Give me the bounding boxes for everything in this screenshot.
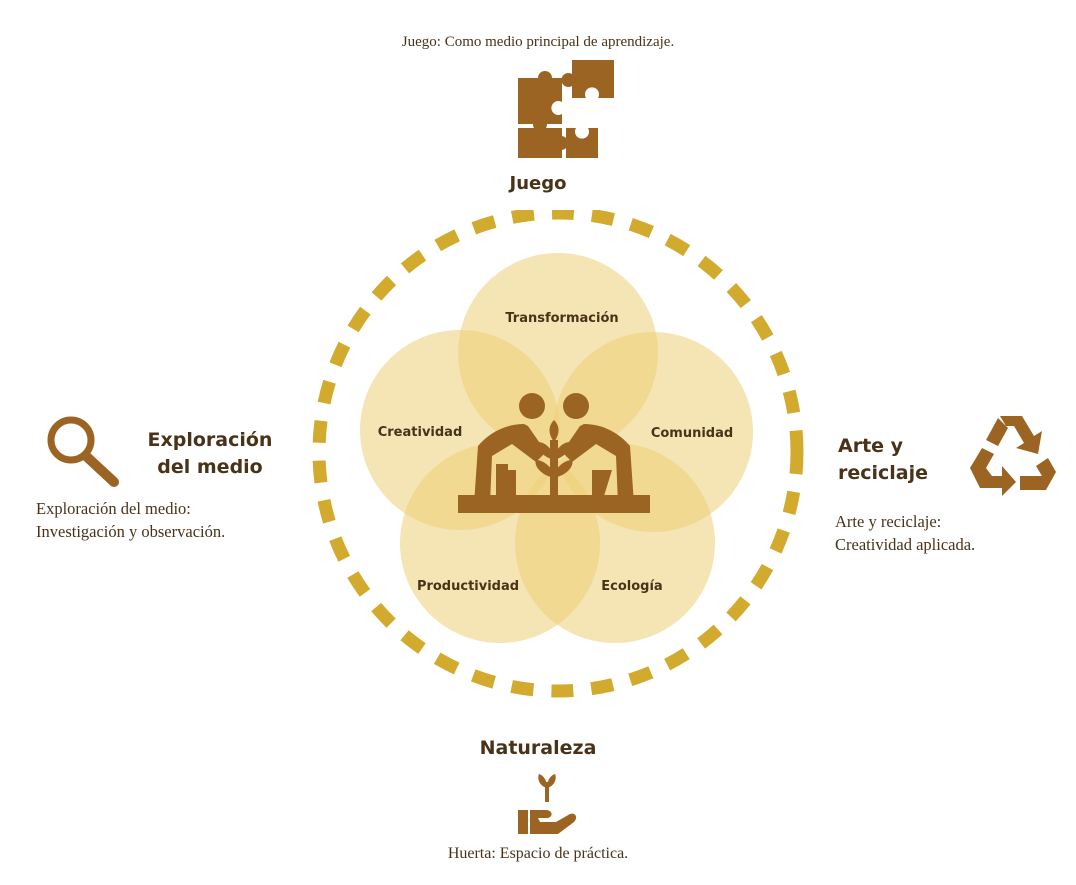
juego-description: Juego: Como medio principal de aprendiza… [401,34,675,50]
juego-title: Juego [509,173,567,194]
petal-label-bottom-right: Ecología [601,579,662,594]
arte-title: Arte y reciclaje [838,433,958,487]
exploracion-title: Exploración del medio [130,427,290,481]
petal-ecologia [515,443,715,643]
people-planting-icon [458,393,650,513]
arte-desc-line2: Creatividad aplicada. [835,535,976,554]
dashed-ring [312,210,804,698]
petal-label-left: Creatividad [378,425,463,440]
exploracion-title-line1: Exploración [147,429,273,451]
exploracion-title-line2: del medio [157,456,263,478]
arte-title-line1: Arte y [838,435,904,457]
arte-title-line2: reciclaje [838,462,929,484]
exploracion-description: Exploración del medio: Investigación y o… [36,497,225,543]
arte-description: Arte y reciclaje: Creatividad aplicada. [835,510,975,556]
exploracion-desc-line2: Investigación y observación. [36,522,226,541]
magnifier-icon [47,416,119,487]
petal-label-bottom-left: Productividad [417,579,519,594]
center-diagram: Transformación Creatividad Comunidad Pro… [312,210,804,698]
petal-label-right: Comunidad [651,426,733,441]
naturaleza-title: Naturaleza [479,737,597,759]
recycle-icon [970,416,1056,496]
puzzle-icon [518,60,614,158]
exploracion-desc-line1: Exploración del medio: [36,499,191,518]
petal-label-top: Transformación [505,311,618,326]
huerta-description: Huerta: Espacio de práctica. [447,845,629,862]
arte-desc-line1: Arte y reciclaje: [835,512,942,531]
hand-plant-icon [518,774,577,834]
